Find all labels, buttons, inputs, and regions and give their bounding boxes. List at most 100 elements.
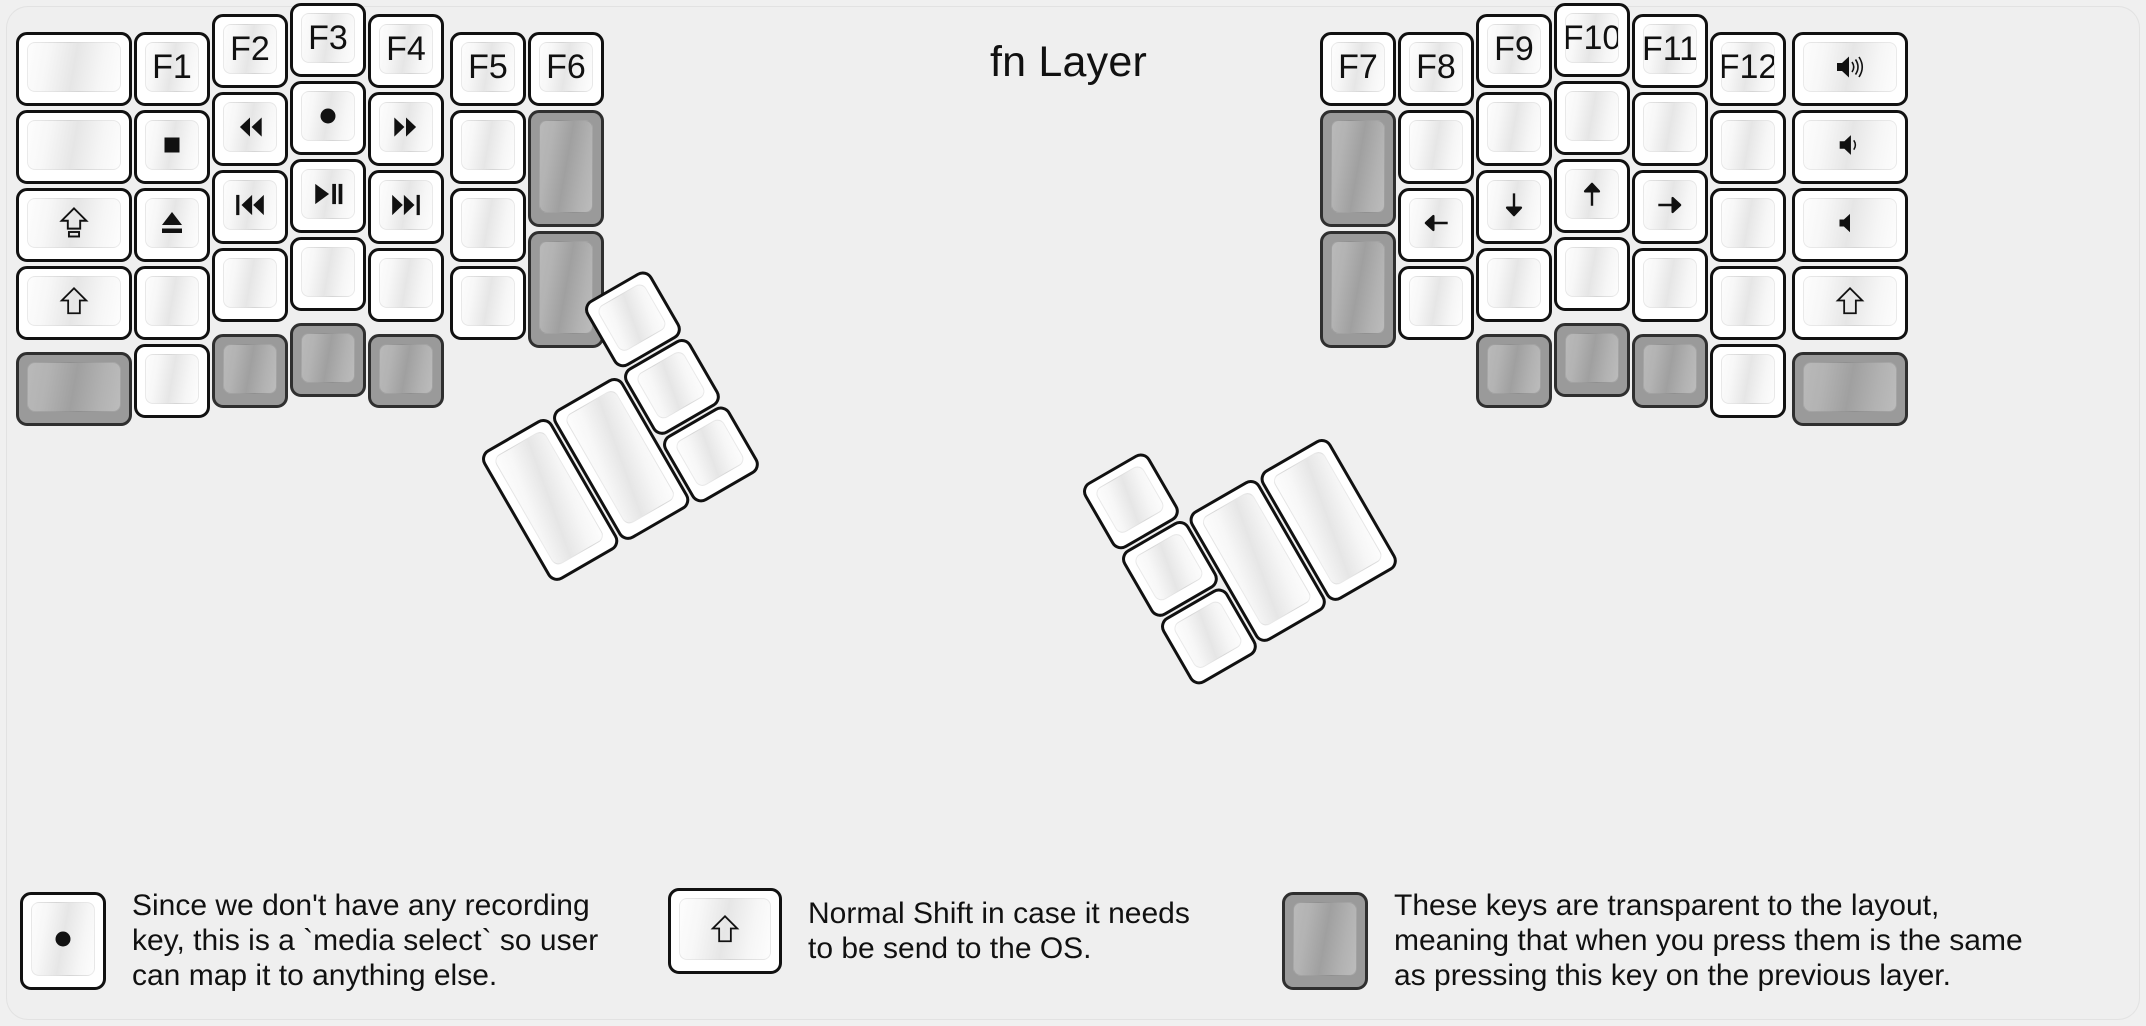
key-media-rewind[interactable] bbox=[212, 92, 288, 166]
media-fast-forward-icon bbox=[389, 110, 423, 144]
keycap-surface bbox=[379, 180, 433, 230]
key-blank[interactable] bbox=[1554, 237, 1630, 311]
key-blank[interactable] bbox=[1476, 248, 1552, 322]
key-f5[interactable]: F5 bbox=[450, 32, 526, 106]
key-blank[interactable] bbox=[134, 266, 210, 340]
key-arrow-right[interactable] bbox=[1632, 170, 1708, 244]
key-f1[interactable]: F1 bbox=[134, 32, 210, 106]
thumb-cluster bbox=[478, 267, 763, 585]
keycap-surface bbox=[145, 120, 199, 170]
key-blank[interactable] bbox=[1710, 110, 1786, 184]
keycap-surface bbox=[679, 898, 771, 960]
keycap-surface bbox=[1409, 198, 1463, 248]
key-arrow-left[interactable] bbox=[1398, 188, 1474, 262]
key-f11[interactable]: F11 bbox=[1632, 14, 1708, 88]
keycap-surface bbox=[223, 344, 277, 394]
key-transparent[interactable] bbox=[1632, 334, 1708, 408]
key-shift[interactable] bbox=[16, 266, 132, 340]
thumb-cluster bbox=[1079, 435, 1401, 689]
key-blank[interactable] bbox=[1476, 92, 1552, 166]
legend-text: These keys are transparent to the layout… bbox=[1394, 889, 2023, 993]
key-blank[interactable] bbox=[1554, 81, 1630, 155]
key-f4[interactable]: F4 bbox=[368, 14, 444, 88]
keycap-surface bbox=[1293, 901, 1357, 976]
key-transparent[interactable] bbox=[528, 231, 604, 348]
key-blank[interactable] bbox=[1632, 248, 1708, 322]
keycap-surface bbox=[1803, 120, 1897, 170]
key-blank[interactable] bbox=[16, 110, 132, 184]
keycap-surface bbox=[1132, 531, 1206, 604]
key-label: F2 bbox=[230, 30, 270, 68]
key-blank[interactable] bbox=[368, 248, 444, 322]
key-blank[interactable] bbox=[1710, 344, 1786, 418]
key-blank[interactable] bbox=[1398, 110, 1474, 184]
keycap-surface bbox=[1643, 258, 1697, 308]
key-eject[interactable] bbox=[134, 188, 210, 262]
key-transparent[interactable] bbox=[1320, 231, 1396, 348]
key-transparent[interactable] bbox=[1792, 352, 1908, 426]
key-f8[interactable]: F8 bbox=[1398, 32, 1474, 106]
key-f6[interactable]: F6 bbox=[528, 32, 604, 106]
keycap-surface bbox=[1331, 241, 1385, 334]
key-blank[interactable] bbox=[290, 237, 366, 311]
key-f2[interactable]: F2 bbox=[212, 14, 288, 88]
key-transparent[interactable] bbox=[212, 334, 288, 408]
key-media-next-track[interactable] bbox=[368, 170, 444, 244]
keycap-surface bbox=[1803, 362, 1897, 412]
arrow-right-icon bbox=[1653, 188, 1687, 222]
legend-key-sample bbox=[20, 891, 106, 990]
key-f12[interactable]: F12 bbox=[1710, 32, 1786, 106]
key-volume-down[interactable] bbox=[1792, 110, 1908, 184]
key-arrow-down[interactable] bbox=[1476, 170, 1552, 244]
legend-item: Normal Shift in case it needs to be send… bbox=[668, 888, 1238, 974]
media-rewind-icon bbox=[233, 110, 267, 144]
legend-key-sample bbox=[668, 888, 782, 974]
keycap-surface bbox=[595, 281, 669, 354]
media-record-icon bbox=[47, 923, 79, 955]
key-blank[interactable] bbox=[134, 344, 210, 418]
key-blank[interactable] bbox=[212, 248, 288, 322]
key-transparent[interactable] bbox=[290, 323, 366, 397]
keycap-surface bbox=[27, 42, 121, 92]
key-blank[interactable] bbox=[16, 32, 132, 106]
key-f7[interactable]: F7 bbox=[1320, 32, 1396, 106]
key-media-previous-track[interactable] bbox=[212, 170, 288, 244]
key-label: F8 bbox=[1416, 48, 1456, 86]
key-transparent[interactable] bbox=[1320, 110, 1396, 227]
media-record-icon bbox=[312, 100, 344, 132]
key-f9[interactable]: F9 bbox=[1476, 14, 1552, 88]
key-transparent[interactable] bbox=[528, 110, 604, 227]
key-transparent[interactable] bbox=[1554, 323, 1630, 397]
arrow-down-icon bbox=[1497, 188, 1531, 222]
key-blank[interactable] bbox=[1710, 188, 1786, 262]
key-transparent[interactable] bbox=[368, 334, 444, 408]
key-transparent[interactable] bbox=[1476, 334, 1552, 408]
media-previous-track-icon bbox=[233, 188, 267, 222]
eject-icon bbox=[156, 207, 188, 239]
key-blank[interactable] bbox=[450, 188, 526, 262]
keycap-surface bbox=[1093, 463, 1167, 536]
keycap-surface bbox=[1565, 333, 1619, 383]
keycap-surface: F3 bbox=[301, 13, 355, 63]
key-transparent[interactable] bbox=[16, 352, 132, 426]
key-volume-up[interactable] bbox=[1792, 32, 1908, 106]
caps-lock-icon bbox=[56, 205, 92, 241]
key-arrow-up[interactable] bbox=[1554, 159, 1630, 233]
key-blank[interactable] bbox=[1710, 266, 1786, 340]
key-media-stop[interactable] bbox=[134, 110, 210, 184]
key-f3[interactable]: F3 bbox=[290, 3, 366, 77]
key-blank[interactable] bbox=[450, 110, 526, 184]
key-media-record[interactable] bbox=[290, 81, 366, 155]
key-caps-lock[interactable] bbox=[16, 188, 132, 262]
keycap-surface bbox=[145, 354, 199, 404]
key-media-play-pause[interactable] bbox=[290, 159, 366, 233]
key-media-fast-forward[interactable] bbox=[368, 92, 444, 166]
key-blank[interactable] bbox=[450, 266, 526, 340]
key-f10[interactable]: F10 bbox=[1554, 3, 1630, 77]
key-blank[interactable] bbox=[1398, 266, 1474, 340]
keycap-surface bbox=[27, 120, 121, 170]
key-shift[interactable] bbox=[1792, 266, 1908, 340]
key-blank[interactable] bbox=[1632, 92, 1708, 166]
key-label: F9 bbox=[1494, 30, 1534, 68]
key-volume-mute[interactable] bbox=[1792, 188, 1908, 262]
